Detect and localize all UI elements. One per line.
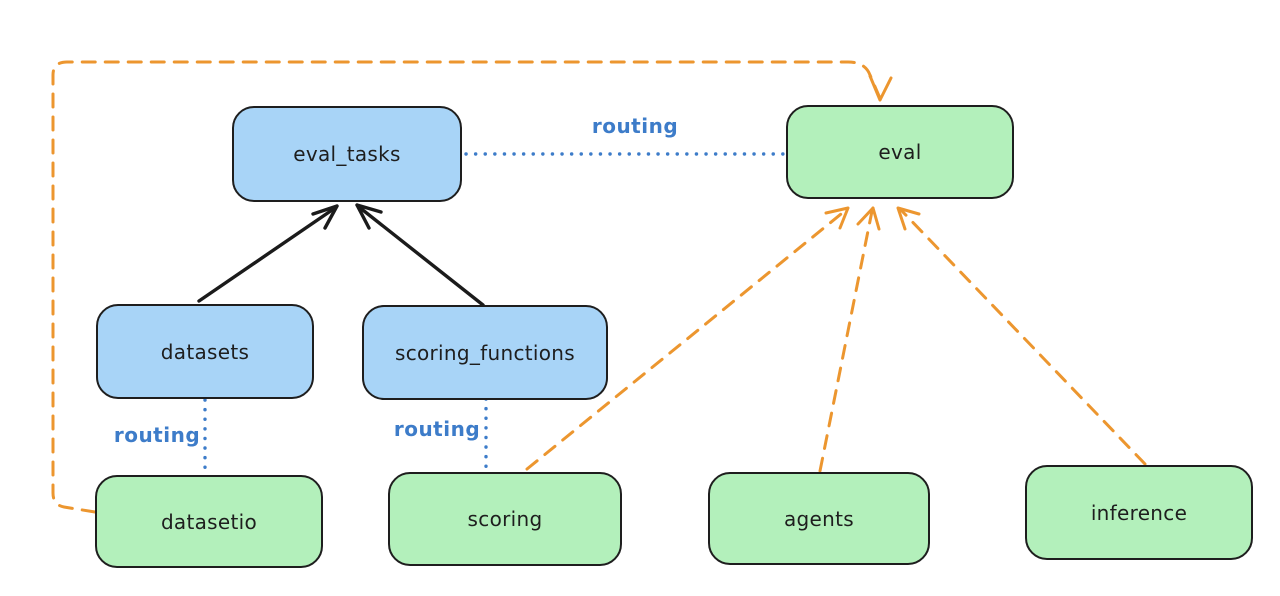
node-label: eval xyxy=(878,140,922,164)
node-eval-tasks: eval_tasks xyxy=(232,106,462,202)
edge-datasets-evaltasks-line xyxy=(197,206,337,303)
edge-scoringfunctions-evaltasks-line xyxy=(357,205,485,307)
edge-scoringfunctions-evaltasks-arrowhead xyxy=(355,203,383,230)
edge-agents-eval-arrowhead xyxy=(856,206,881,231)
node-eval: eval xyxy=(786,105,1014,199)
node-label: inference xyxy=(1090,500,1188,525)
edge-agents-eval-dashed xyxy=(818,209,874,473)
routing-label-evaltasks-eval: routing xyxy=(591,114,679,138)
edge-inference-eval-dashed xyxy=(899,208,1147,466)
edge-datasetio-eval-arrowhead xyxy=(868,74,893,102)
node-label: eval_tasks xyxy=(293,142,401,166)
node-inference: inference xyxy=(1025,465,1253,560)
edge-datasetio-eval-dashed xyxy=(51,60,881,514)
node-label: agents xyxy=(784,506,854,531)
routing-label-datasets-datasetio: routing xyxy=(113,423,201,447)
node-scoring-functions: scoring_functions xyxy=(362,305,608,400)
node-label: scoring xyxy=(467,507,543,531)
edge-inference-eval-arrowhead xyxy=(896,206,921,231)
routing-label-scoringfunctions-scoring: routing xyxy=(393,417,481,441)
node-datasetio: datasetio xyxy=(95,475,323,568)
node-label: datasets xyxy=(160,339,250,364)
node-datasets: datasets xyxy=(96,304,314,399)
node-scoring: scoring xyxy=(388,472,622,566)
edge-scoring-eval-arrowhead xyxy=(824,206,850,230)
node-label: scoring_functions xyxy=(394,340,576,365)
node-agents: agents xyxy=(708,472,930,565)
node-label: datasetio xyxy=(160,509,258,534)
edge-datasets-evaltasks-arrowhead xyxy=(311,204,339,230)
edge-scoring-eval-dashed xyxy=(525,208,848,471)
